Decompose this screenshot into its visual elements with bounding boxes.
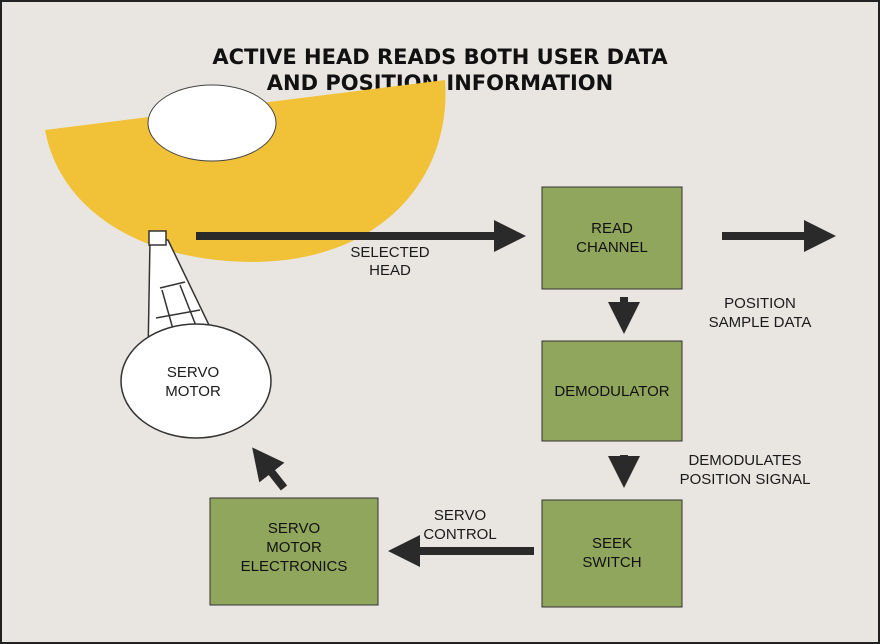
servo-motor-electronics-box [209, 497, 379, 606]
demodulates-label-2: POSITION SIGNAL [680, 471, 811, 488]
servo-electronics-to-motor-arrow [252, 447, 288, 491]
servo-electronics-label-2: MOTOR [266, 539, 322, 556]
read-channel-label-2: CHANNEL [576, 239, 648, 256]
servo-electronics-label-3: ELECTRONICS [241, 558, 348, 575]
seek-switch-label-2: SWITCH [582, 554, 641, 571]
servo-motor-label-1: SERVO [167, 364, 219, 381]
demodulates-label-1: DEMODULATES [688, 452, 801, 469]
read-channel-label-1: READ [591, 220, 633, 237]
servo-control-label-1: SERVO [434, 507, 486, 524]
servo-motor-label-2: MOTOR [165, 383, 221, 400]
servo-motor [120, 323, 272, 439]
servo-electronics-label-1: SERVO [268, 520, 320, 537]
read-write-head [148, 230, 167, 246]
position-sample-data-label-1: POSITION [724, 295, 796, 312]
demodulator-label: DEMODULATOR [554, 383, 669, 400]
demodulator-box [541, 340, 683, 442]
disk-spindle-hole [147, 84, 277, 162]
selected-head-label-1: SELECTED [350, 244, 429, 261]
servo-control-label-2: CONTROL [423, 526, 496, 543]
position-sample-data-label-2: SAMPLE DATA [709, 314, 812, 331]
selected-head-label-2: HEAD [369, 262, 411, 279]
seek-switch-box [541, 499, 683, 608]
read-channel-box [541, 186, 683, 290]
seek-switch-label-1: SEEK [592, 535, 632, 552]
disk-platter [45, 80, 446, 262]
title-line-1: ACTIVE HEAD READS BOTH USER DATA [212, 45, 668, 69]
